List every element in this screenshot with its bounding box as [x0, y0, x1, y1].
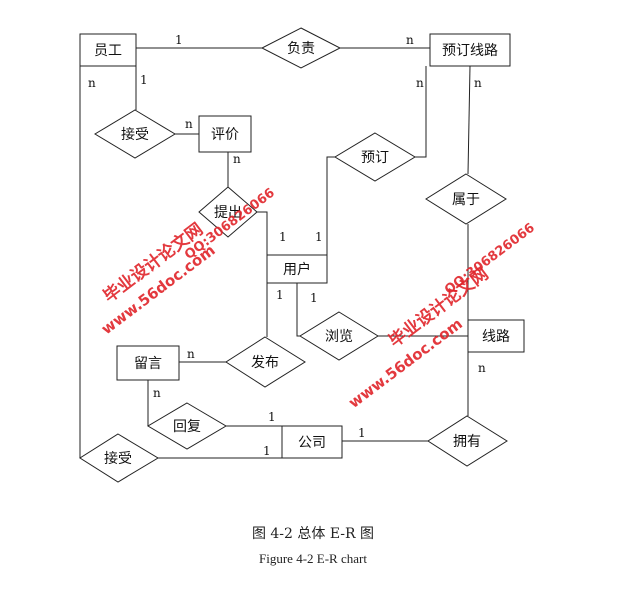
relationship-submit-label: 提出: [214, 205, 242, 221]
relationship-publish-label: 发布: [251, 355, 279, 371]
relationship-belong-label: 属于: [452, 192, 480, 208]
cardinality-book-route-right: n: [416, 76, 424, 90]
relationship-accept-bottom-label: 接受: [104, 450, 132, 467]
relationship-book: 预订: [334, 132, 416, 182]
relationship-own: 拥有: [427, 415, 508, 467]
line-booking-route-belong: [467, 65, 471, 175]
connector-lines: [79, 47, 471, 459]
line-user-browse: [296, 283, 300, 337]
relationship-own-label: 拥有: [453, 434, 481, 450]
cardinality-user-book: 1: [315, 230, 323, 244]
entity-route: 线路: [467, 319, 525, 353]
entity-review: 评价: [198, 115, 252, 153]
cardinality-accept-review: n: [185, 117, 193, 131]
cardinality-reply-company: 1: [268, 410, 276, 424]
line-book-booking-route: [415, 66, 427, 158]
entity-user-label: 用户: [283, 261, 311, 278]
entity-company: 公司: [281, 425, 343, 459]
relationship-accept-bottom: 接受: [79, 433, 159, 483]
cardinality-user-publish: 1: [276, 288, 284, 302]
relationship-book-label: 预订: [361, 150, 389, 166]
cardinality-user-browse: 1: [310, 291, 318, 305]
caption-chinese: 图 4-2 总体 E-R 图: [252, 526, 374, 542]
line-submit-user: [257, 211, 268, 255]
watermark-right-qq: QQ:306826066: [442, 221, 538, 298]
relationship-browse-label: 浏览: [325, 329, 353, 345]
relationship-reply: 回复: [147, 402, 227, 450]
cardinality-message-publish: n: [187, 347, 195, 361]
cardinality-emp-left: n: [88, 76, 96, 90]
cardinality-emp-accept: 1: [140, 73, 148, 87]
entity-company-label: 公司: [298, 435, 326, 451]
cardinality-review-submit: n: [233, 152, 241, 166]
relationship-reply-label: 回复: [173, 418, 201, 435]
entity-route-label: 线路: [482, 329, 510, 345]
relationship-browse: 浏览: [299, 311, 379, 361]
cardinality-emp-resp: 1: [175, 33, 183, 47]
relationship-submit: 提出: [198, 186, 258, 238]
entity-user: 用户: [266, 254, 328, 284]
relationship-responsible-label: 负责: [287, 41, 315, 57]
entity-employee: 员工: [79, 33, 137, 67]
entity-message: 留言: [116, 345, 180, 381]
entity-booking-route: 预订线路: [429, 33, 511, 67]
line-user-book: [326, 156, 335, 255]
relationship-accept-top: 接受: [94, 109, 176, 159]
entity-review-label: 评价: [211, 127, 239, 143]
cardinality-resp-book: n: [406, 33, 414, 47]
relationship-accept-top-label: 接受: [121, 126, 149, 143]
entity-message-label: 留言: [134, 356, 162, 372]
relationship-responsible: 负责: [260, 27, 342, 69]
cardinality-labels: 1 n n 1 n n 1 1 n 1 1 n n 1 1 1 n n: [88, 33, 486, 458]
entity-booking-route-label: 预订线路: [442, 43, 498, 59]
watermark-right-qq-group: QQ:306826066: [442, 221, 538, 298]
relationship-belong: 属于: [425, 173, 507, 225]
relationship-publish: 发布: [225, 336, 306, 388]
caption-english: Figure 4-2 E-R chart: [259, 551, 367, 566]
cardinality-accept-company: 1: [263, 444, 271, 458]
cardinality-booking-route-belong: n: [474, 76, 482, 90]
cardinality-user-submit: 1: [279, 230, 287, 244]
entity-employee-label: 员工: [94, 43, 122, 59]
cardinality-message-reply: n: [153, 386, 161, 400]
cardinality-route-own: n: [478, 361, 486, 375]
cardinality-company-own: 1: [358, 426, 366, 440]
